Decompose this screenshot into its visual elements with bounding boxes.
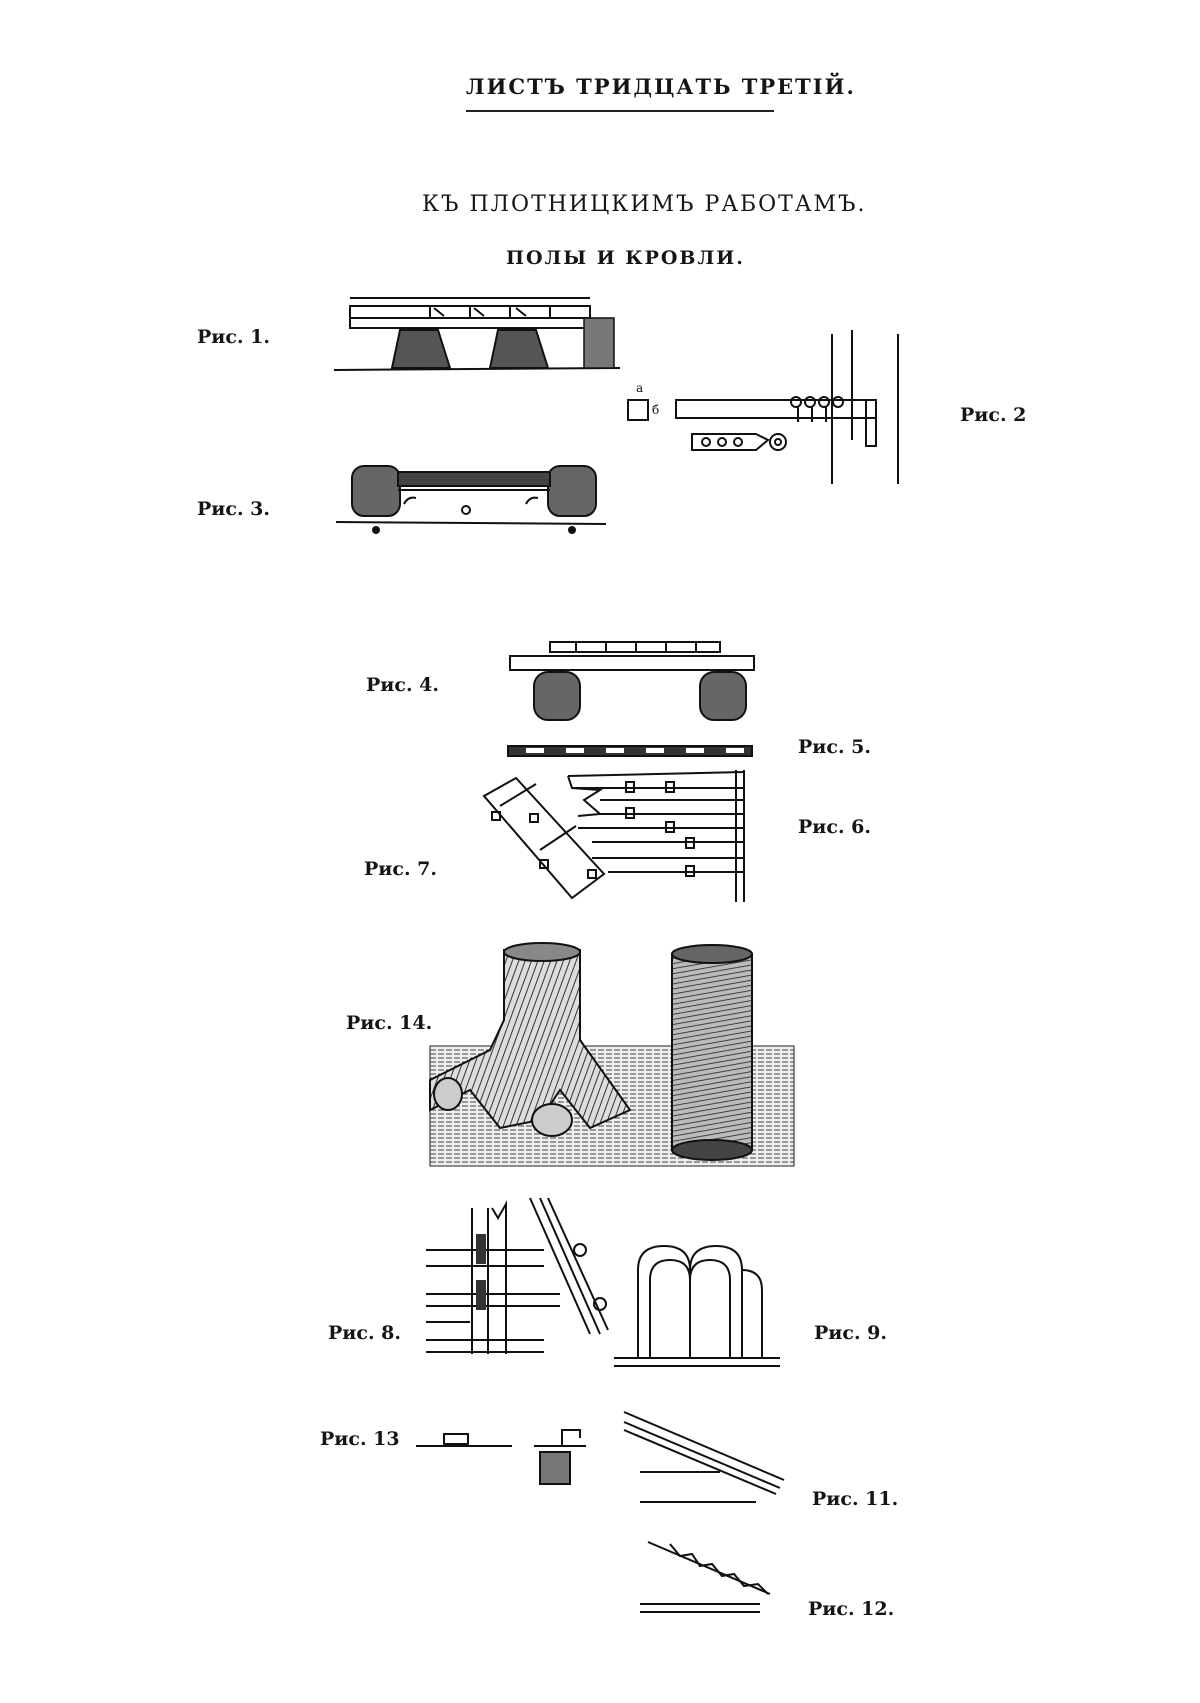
label-fig4: Рис. 4. (366, 674, 439, 696)
label-fig8: Рис. 8. (328, 1322, 401, 1344)
label-fig1: Рис. 1. (197, 326, 270, 348)
label-fig12: Рис. 12. (808, 1598, 894, 1620)
figure-4-drawing (506, 638, 766, 728)
section-subheading: ПОЛЫ И КРОВЛИ. (506, 247, 745, 269)
figure-9-drawing (614, 1240, 784, 1370)
figure-1-drawing (330, 292, 630, 380)
title-underline (466, 110, 774, 112)
figure-14-engraving (430, 940, 794, 1170)
label-fig2: Рис. 2 (960, 404, 1026, 426)
figure-6-7-drawing (480, 766, 750, 906)
fig2-mark-a: a (636, 381, 643, 395)
figure-8-drawing (420, 1194, 620, 1364)
figure-13-drawing (416, 1418, 616, 1488)
label-fig3: Рис. 3. (197, 498, 270, 520)
figure-3-drawing (336, 460, 616, 540)
sheet-title: ЛИСТЪ ТРИДЦАТЬ ТРЕТІЙ. (466, 74, 856, 99)
section-heading: КЪ ПЛОТНИЦКИМЪ РАБОТАМЪ. (422, 192, 867, 217)
figure-5-drawing (506, 740, 756, 764)
label-fig6: Рис. 6. (798, 816, 871, 838)
label-fig13: Рис. 13 (320, 1428, 400, 1450)
label-fig9: Рис. 9. (814, 1322, 887, 1344)
fig2-mark-b: б (652, 403, 659, 417)
figure-12-drawing (640, 1536, 780, 1616)
figure-11-drawing (620, 1408, 790, 1508)
label-fig14: Рис. 14. (346, 1012, 432, 1034)
figure-2-drawing: a б (620, 330, 920, 490)
label-fig7: Рис. 7. (364, 858, 437, 880)
label-fig5: Рис. 5. (798, 736, 871, 758)
label-fig11: Рис. 11. (812, 1488, 898, 1510)
